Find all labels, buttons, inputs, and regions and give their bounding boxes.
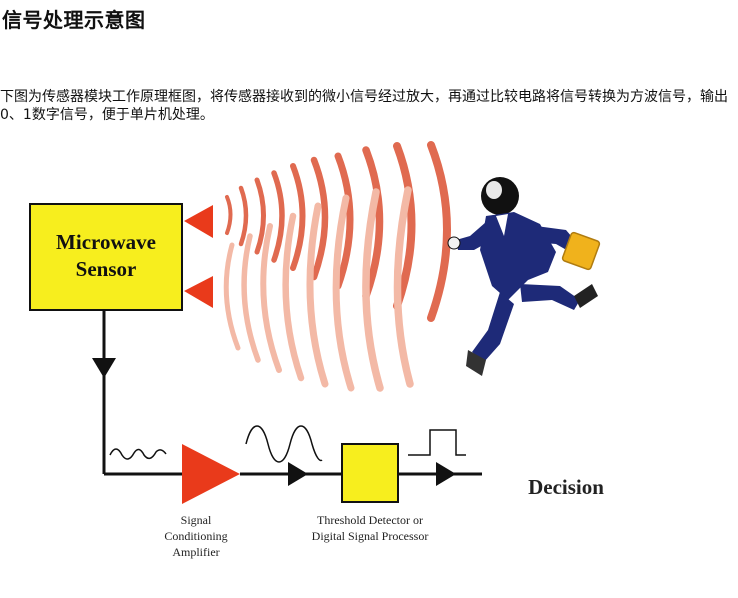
signal-path: [102, 310, 482, 476]
emitter-triangle-top: [184, 205, 213, 238]
briefcase: [561, 231, 601, 271]
person-arm-back: [456, 222, 492, 250]
amplifier-label-line1: Signal: [181, 513, 212, 527]
person-shirt: [496, 214, 508, 236]
running-person-illustration: [447, 177, 601, 376]
raw-signal-wave-icon: [109, 448, 167, 460]
arrow-to-detector: [288, 462, 308, 486]
intro-paragraph: 下图为传感器模块工作原理框图，将传感器接收到的微小信号经过放大，再通过比较电路将…: [0, 89, 728, 123]
reflected-waves: [223, 186, 414, 392]
page-title: 信号处理示意图: [2, 8, 146, 32]
amplified-sine-wave-icon: [245, 425, 323, 463]
person-shoe-front: [574, 284, 598, 308]
outgoing-waves: [225, 141, 451, 322]
person-head: [481, 177, 519, 215]
square-wave-icon: [408, 429, 466, 456]
person-leg-front: [520, 284, 580, 310]
detector-label-line1: Threshold Detector or: [317, 513, 423, 527]
amplifier-label-line2: Conditioning: [164, 529, 227, 543]
microwave-sensor-box: [29, 203, 183, 311]
sensor-label-line1: Microwave: [56, 230, 156, 254]
person-shoe-back: [466, 350, 486, 376]
amplifier-label-line3: Amplifier: [172, 545, 219, 559]
person-face-highlight: [486, 181, 502, 199]
person-hand-back: [447, 236, 461, 250]
arrow-to-decision: [436, 462, 456, 486]
person-leg-back: [472, 292, 514, 362]
amplifier-triangle: [182, 444, 240, 504]
emitter-triangle-bottom: [184, 276, 213, 308]
detector-label-line2: Digital Signal Processor: [312, 529, 429, 543]
sensor-label-line2: Sensor: [76, 257, 137, 281]
down-arrow: [92, 358, 116, 378]
threshold-detector-box: [341, 443, 399, 503]
decision-label: Decision: [528, 475, 604, 499]
